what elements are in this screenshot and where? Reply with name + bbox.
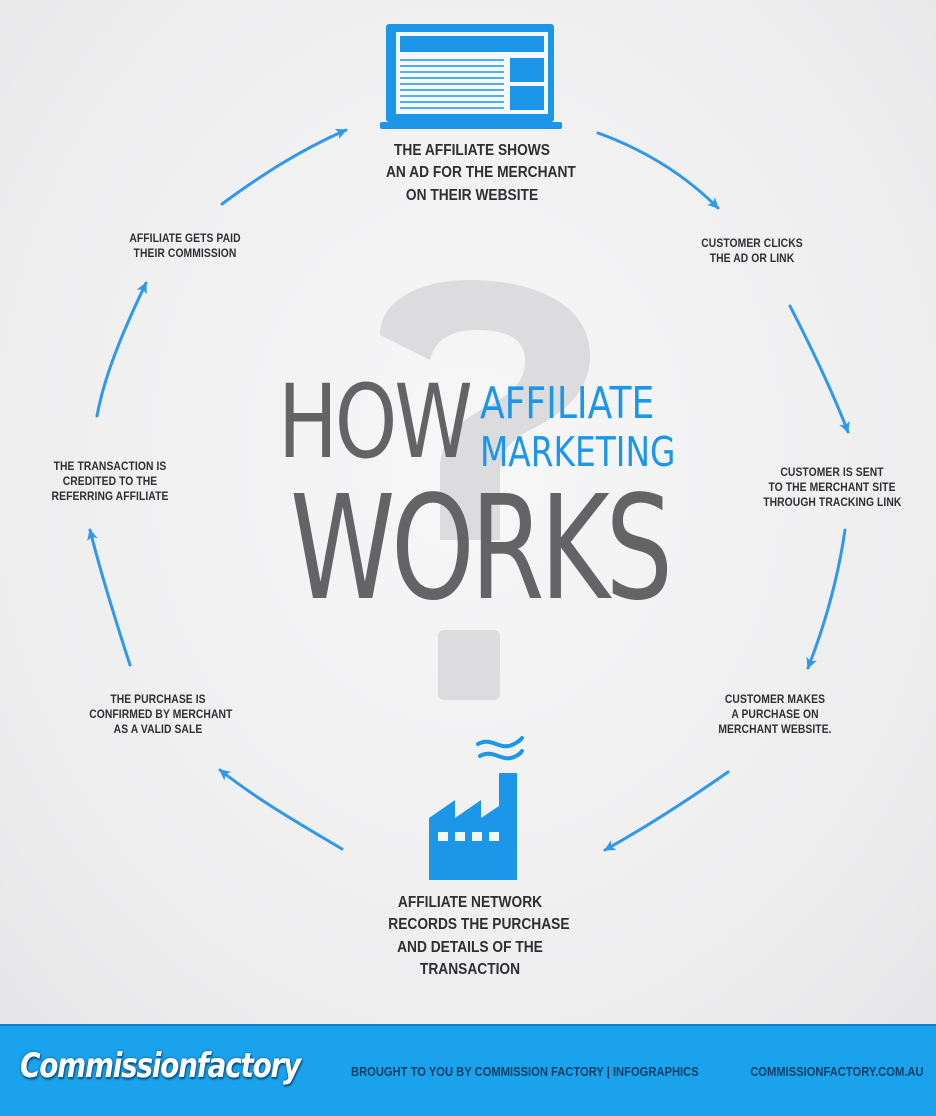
commissionfactory-logo[interactable]: Commissionfactory	[20, 1046, 301, 1086]
website-icon	[380, 24, 562, 129]
factory-icon	[429, 736, 524, 880]
footer-bar	[0, 1024, 936, 1116]
arrow-6-to-7	[87, 528, 132, 667]
question-mark-watermark	[380, 280, 590, 700]
arrow-2-to-3	[788, 304, 850, 434]
arrow-3-to-4	[806, 528, 847, 670]
arrow-5-to-6	[218, 768, 344, 851]
footer-credit: BROUGHT TO YOU BY COMMISSION FACTORY | I…	[351, 1064, 699, 1079]
title-how: HOW	[278, 363, 473, 482]
arrow-1-to-2	[596, 131, 720, 210]
title-affiliate: AFFILIATE	[480, 378, 655, 429]
title-works: WORKS	[290, 464, 673, 632]
arrow-4-to-5	[603, 770, 730, 852]
arrow-8-to-1	[220, 128, 348, 206]
footer-website-link[interactable]: COMMISSIONFACTORY.COM.AU	[750, 1064, 924, 1079]
diagram-graphics	[87, 24, 850, 880]
arrow-7-to-8	[95, 281, 148, 418]
title-marketing: MARKETING	[480, 428, 676, 476]
